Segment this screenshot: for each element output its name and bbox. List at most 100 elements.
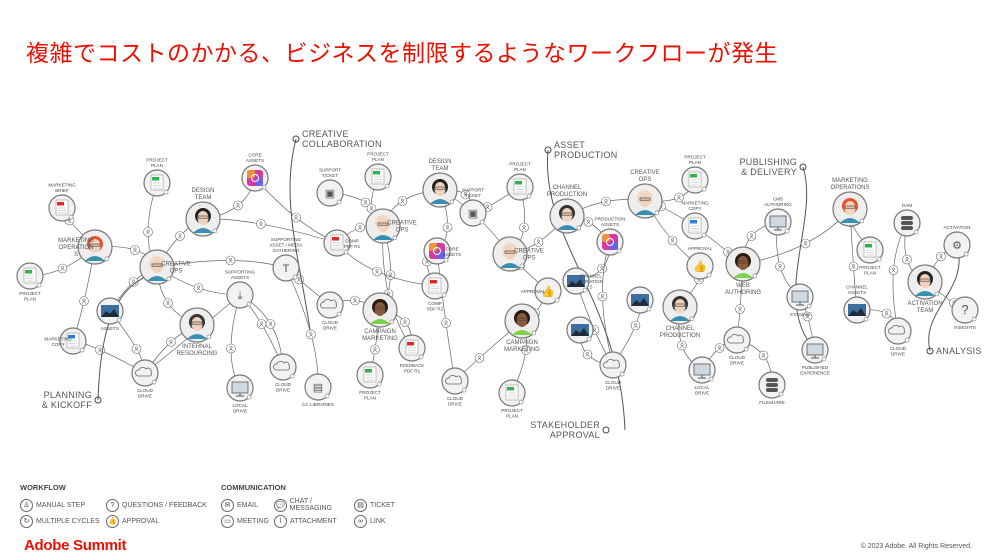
node-artifact[interactable]: DAM — [893, 203, 921, 237]
manual-step-icon — [442, 222, 453, 233]
image-icon — [101, 305, 119, 317]
connection-line — [336, 242, 436, 287]
node-artifact[interactable]: ASSETS — [96, 297, 124, 331]
node-artifact[interactable]: 👍APPROVAL — [521, 277, 562, 305]
person-icon — [557, 205, 577, 230]
node-artifact[interactable] — [626, 286, 654, 314]
person-icon — [370, 299, 390, 324]
node-artifact[interactable]: FILESHARE — [758, 371, 786, 405]
svg-text:▣: ▣ — [468, 208, 478, 220]
connection-line — [742, 208, 851, 265]
node-artifact[interactable]: STAGING — [786, 283, 814, 317]
cc-icon — [602, 234, 618, 250]
connection-line — [436, 250, 456, 382]
doc-icon — [23, 267, 37, 284]
doc-icon — [505, 384, 519, 401]
ticket-icon: ▣ — [468, 208, 478, 220]
ticket-icon: ▤ — [354, 498, 367, 512]
thumb-icon: 👍 — [541, 285, 555, 298]
manual-step-icon — [130, 245, 140, 255]
legend-item: 👍APPROVAL — [106, 513, 216, 529]
node-label: CC LIBRARIES — [302, 402, 334, 407]
cloud-icon — [273, 360, 290, 371]
node-artifact[interactable]: ⚙ACTIVATION — [943, 225, 971, 259]
manual-step-icon — [460, 189, 471, 200]
node-artifact[interactable] — [566, 316, 594, 344]
lib-icon: ▤ — [313, 382, 323, 394]
doc-icon — [863, 241, 877, 258]
manual-step-icon — [802, 311, 813, 322]
node-artifact[interactable]: 👍APPROVAL — [686, 246, 714, 280]
manual-step-icon — [360, 197, 371, 208]
cycle-icon: ↻ — [20, 514, 33, 528]
cloud-icon — [727, 333, 744, 344]
person-icon — [187, 314, 207, 339]
manual-step-icon — [667, 235, 678, 246]
node-label: ACTIVATION — [944, 225, 971, 230]
manual-step-icon: ♙ — [20, 498, 33, 512]
node-artifact[interactable]: ?INSIGHTS — [951, 296, 979, 330]
node-artifact[interactable]: ▤ CC LIBRARIES — [302, 373, 334, 407]
manual-step-icon — [533, 237, 544, 247]
